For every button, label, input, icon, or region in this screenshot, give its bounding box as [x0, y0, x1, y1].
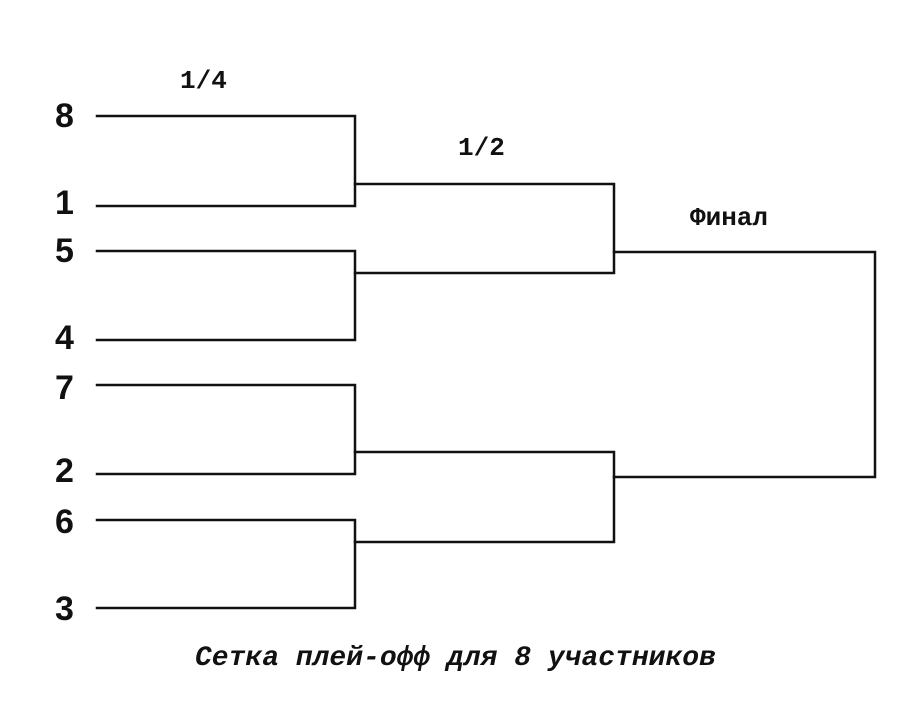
seed-label: 4 [55, 319, 74, 357]
seed-label: 6 [55, 503, 74, 541]
diagram-caption: Сетка плей-офф для 8 участников [195, 643, 716, 674]
seed-label: 1 [55, 184, 74, 222]
semifinal-label: 1/2 [458, 133, 505, 163]
quarterfinal-bracket-3 [95, 383, 357, 476]
semifinal-bracket-2 [353, 450, 616, 544]
final-label: Финал [690, 203, 769, 233]
seed-label: 8 [55, 97, 74, 135]
seed-label: 3 [55, 590, 74, 628]
quarterfinal-bracket-2 [95, 249, 357, 342]
final-bracket [612, 250, 877, 479]
seed-label: 7 [55, 369, 74, 407]
quarterfinal-label: 1/4 [180, 66, 227, 96]
quarterfinal-bracket-4 [95, 518, 357, 610]
quarterfinal-bracket-1 [95, 114, 357, 208]
seed-label: 5 [55, 232, 74, 270]
semifinal-bracket-1 [353, 182, 616, 275]
seed-label: 2 [55, 452, 74, 490]
